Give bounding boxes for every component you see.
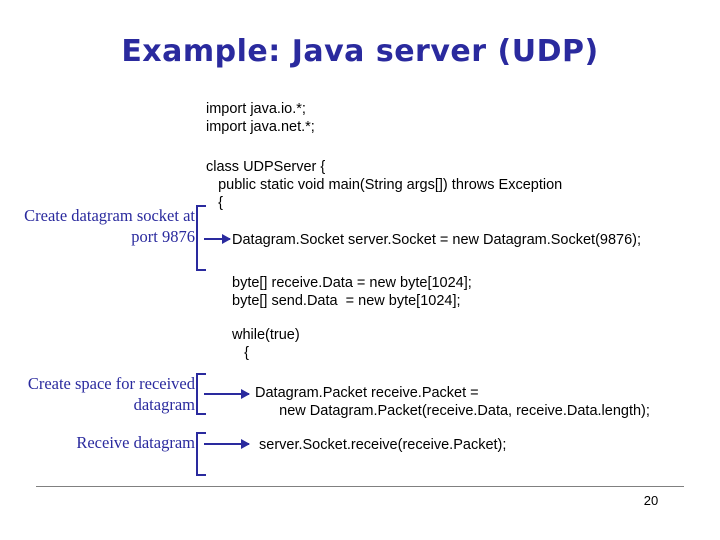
arrow-to-socket-line [204, 234, 231, 244]
code-byte-arrays: byte[] receive.Data = new byte[1024]; by… [232, 275, 472, 309]
annotation-create-datagram-socket: Create datagram socket at port 9876 [24, 206, 195, 246]
bracket-create-datagram-socket [196, 205, 206, 271]
annotation-receive-datagram: Receive datagram [76, 433, 195, 452]
code-while-loop: while(true) { [232, 327, 300, 361]
arrow-to-packet-lines [204, 389, 250, 399]
page-title: Example: Java server (UDP) [121, 34, 599, 69]
footer-divider [36, 486, 684, 487]
code-class-declaration: class UDPServer { public static void mai… [206, 159, 563, 211]
arrow-to-receive-line [204, 439, 250, 449]
page-number: 20 [643, 493, 659, 508]
annotation-create-space: Create space for received datagram [27, 374, 195, 414]
code-packet-lines: Datagram.Packet receive.Packet = new Dat… [255, 385, 650, 419]
bracket-create-space [196, 373, 206, 415]
code-receive-line: server.Socket.receive(receive.Packet); [259, 437, 507, 453]
code-socket-line: Datagram.Socket server.Socket = new Data… [232, 232, 642, 248]
code-imports: import java.io.*; import java.net.*; [206, 101, 315, 135]
bracket-receive-datagram [196, 432, 206, 476]
